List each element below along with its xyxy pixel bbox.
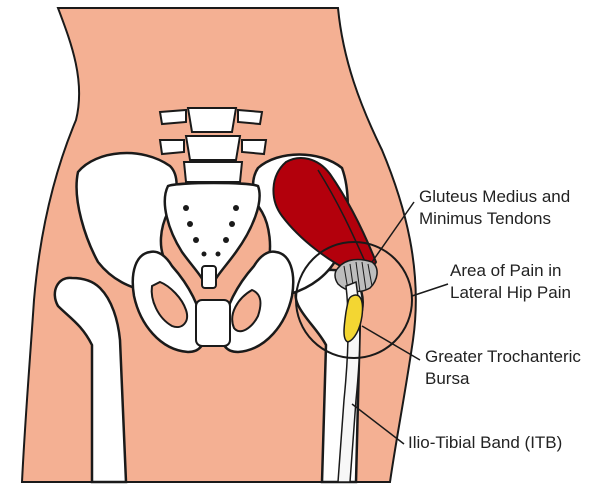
label-bursa: Greater Trochanteric Bursa — [425, 346, 581, 390]
label-line: Minimus Tendons — [419, 208, 570, 230]
label-gluteus-tendons: Gluteus Medius and Minimus Tendons — [419, 186, 570, 230]
label-line: Gluteus Medius and — [419, 186, 570, 208]
label-line: Lateral Hip Pain — [450, 282, 571, 304]
label-line: Bursa — [425, 368, 581, 390]
label-pain-area: Area of Pain in Lateral Hip Pain — [450, 260, 571, 304]
leader-pain — [412, 284, 448, 296]
pubic-symphysis — [196, 300, 230, 346]
label-line: Area of Pain in — [450, 260, 571, 282]
label-line: Greater Trochanteric — [425, 346, 581, 368]
coccyx — [202, 266, 216, 288]
label-line: Ilio-Tibial Band (ITB) — [408, 432, 562, 454]
label-itb: Ilio-Tibial Band (ITB) — [408, 432, 562, 454]
